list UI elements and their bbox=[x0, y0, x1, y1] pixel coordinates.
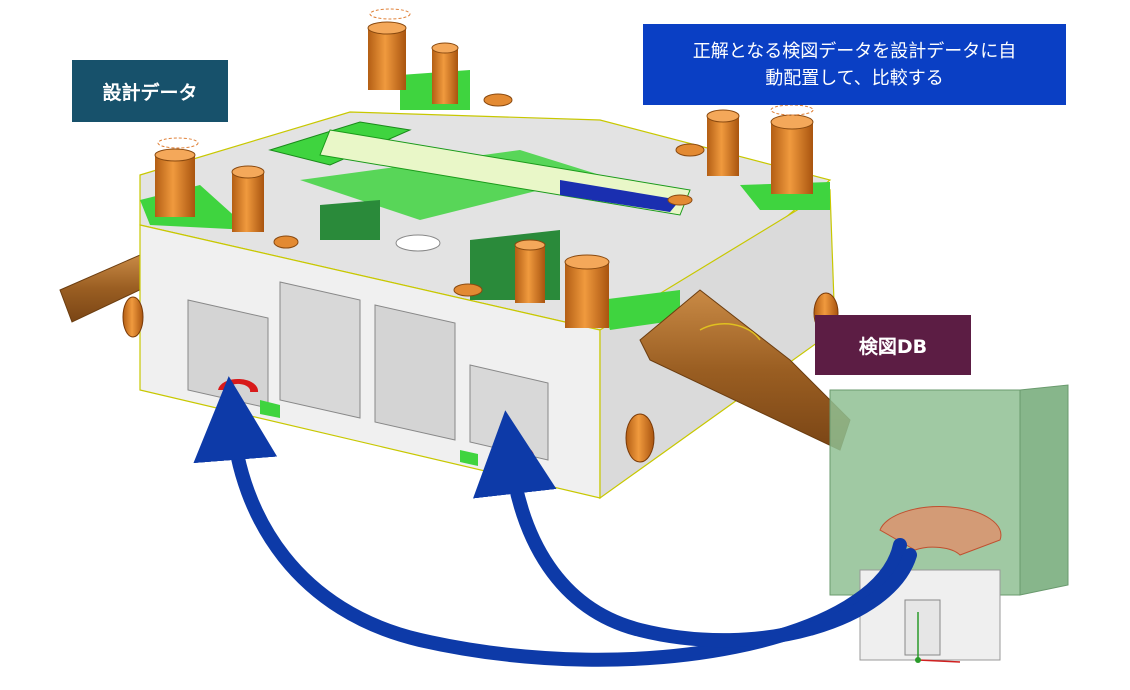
description-callout: 正解となる検図データを設計データに自 動配置して、比較する bbox=[643, 24, 1066, 105]
design-data-label: 設計データ bbox=[72, 60, 228, 122]
callout-line-1: 正解となる検図データを設計データに自 bbox=[692, 40, 1017, 62]
callout-line-2: 動配置して、比較する bbox=[765, 67, 944, 89]
design-data-label-text: 設計データ bbox=[102, 81, 198, 104]
curved-arrow-icon bbox=[473, 410, 917, 648]
placement-arrows bbox=[193, 376, 917, 667]
inspection-db-label-text: 検図DB bbox=[858, 335, 928, 358]
axis-triad-icon bbox=[915, 612, 961, 663]
cylinders bbox=[154, 8, 814, 328]
inspection-db-model bbox=[829, 384, 1069, 663]
inspection-db-label: 検図DB bbox=[815, 315, 971, 375]
